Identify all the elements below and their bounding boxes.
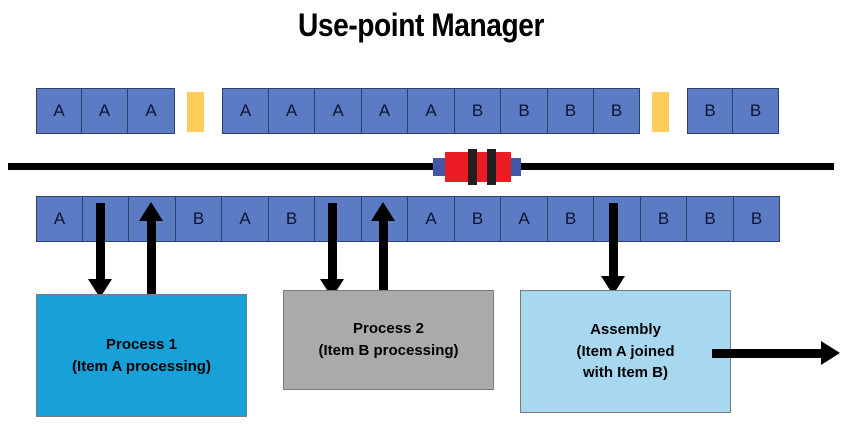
lower-cell[interactable]: A bbox=[36, 196, 83, 242]
upper-cell[interactable]: A bbox=[269, 88, 315, 134]
lower-conveyor-row: A B A B A B A B B B B bbox=[0, 196, 842, 242]
arrow-head-down-icon bbox=[88, 279, 112, 298]
arrow-head-up-icon bbox=[371, 202, 395, 221]
assembly-output-arrow bbox=[712, 341, 840, 365]
lower-cell[interactable]: A bbox=[408, 196, 455, 242]
lower-cell[interactable]: A bbox=[222, 196, 269, 242]
assembly-box[interactable]: Assembly (Item A joined with Item B) bbox=[520, 290, 731, 413]
upper-group-1: A A A bbox=[36, 88, 175, 134]
upper-cell[interactable]: B bbox=[455, 88, 501, 134]
lower-cell[interactable]: B bbox=[687, 196, 734, 242]
upper-cell[interactable]: A bbox=[36, 88, 82, 134]
process-2-title: Process 2 bbox=[353, 320, 424, 338]
upper-cell[interactable]: A bbox=[315, 88, 362, 134]
arrow-shaft bbox=[95, 203, 105, 283]
marker-red-segment bbox=[477, 152, 489, 182]
process-1-box[interactable]: Process 1 (Item A processing) bbox=[36, 294, 247, 417]
lower-cell[interactable]: A bbox=[501, 196, 548, 242]
lower-cell[interactable]: B bbox=[641, 196, 687, 242]
upper-cell[interactable]: B bbox=[594, 88, 640, 134]
process-2-box[interactable]: Process 2 (Item B processing) bbox=[283, 290, 494, 390]
arrow-shaft bbox=[378, 217, 388, 312]
arrow-up-from-process-1 bbox=[139, 202, 163, 312]
lower-cell[interactable]: B bbox=[734, 196, 780, 242]
marker-divider-bar bbox=[468, 149, 477, 185]
lower-cell[interactable]: B bbox=[548, 196, 594, 242]
page-title: Use-point Manager bbox=[298, 7, 544, 43]
upper-gap-slot[interactable] bbox=[652, 92, 669, 132]
upper-cell[interactable]: A bbox=[128, 88, 175, 134]
upper-cell[interactable]: A bbox=[408, 88, 455, 134]
upper-cell[interactable]: B bbox=[501, 88, 548, 134]
lower-cell[interactable] bbox=[83, 196, 129, 242]
marker-red-segment bbox=[495, 152, 511, 182]
use-point-marker[interactable] bbox=[433, 149, 521, 185]
upper-conveyor-row: A A A A A A A A B B B B B B bbox=[0, 88, 842, 134]
lower-cell[interactable] bbox=[315, 196, 362, 242]
arrow-shaft bbox=[327, 203, 337, 283]
use-point-line bbox=[8, 163, 834, 170]
lower-cell[interactable] bbox=[594, 196, 641, 242]
arrow-shaft bbox=[712, 348, 824, 358]
assembly-title: Assembly bbox=[590, 320, 661, 338]
process-2-subtitle: (Item B processing) bbox=[318, 342, 459, 359]
assembly-subtitle-line-2: with Item B) bbox=[583, 364, 668, 382]
upper-cell[interactable]: B bbox=[548, 88, 594, 134]
upper-group-2: A A A A A B B B B bbox=[222, 88, 640, 134]
upper-group-3: B B bbox=[687, 88, 779, 134]
upper-cell[interactable]: B bbox=[733, 88, 779, 134]
upper-cell[interactable]: A bbox=[82, 88, 128, 134]
upper-cell[interactable]: B bbox=[687, 88, 733, 134]
upper-cell[interactable]: A bbox=[222, 88, 269, 134]
arrow-down-to-process-2 bbox=[320, 203, 344, 298]
arrow-down-to-assembly bbox=[601, 203, 625, 295]
process-1-subtitle: (Item A processing) bbox=[72, 357, 211, 375]
arrow-up-from-process-2 bbox=[371, 202, 395, 312]
marker-red-segment bbox=[445, 152, 471, 182]
marker-divider-bar bbox=[487, 149, 496, 185]
arrow-head-up-icon bbox=[139, 202, 163, 221]
upper-gap-slot[interactable] bbox=[187, 92, 204, 132]
lower-cell[interactable]: B bbox=[269, 196, 315, 242]
lower-cell[interactable]: B bbox=[455, 196, 501, 242]
assembly-subtitle-line-1: (Item A joined bbox=[576, 342, 675, 360]
arrow-shaft bbox=[146, 217, 156, 312]
arrow-head-right-icon bbox=[821, 341, 840, 365]
process-1-title: Process 1 bbox=[106, 335, 177, 353]
upper-cell[interactable]: A bbox=[362, 88, 408, 134]
arrow-shaft bbox=[608, 203, 618, 280]
arrow-down-to-process-1 bbox=[88, 203, 112, 298]
lower-cell[interactable]: B bbox=[176, 196, 222, 242]
